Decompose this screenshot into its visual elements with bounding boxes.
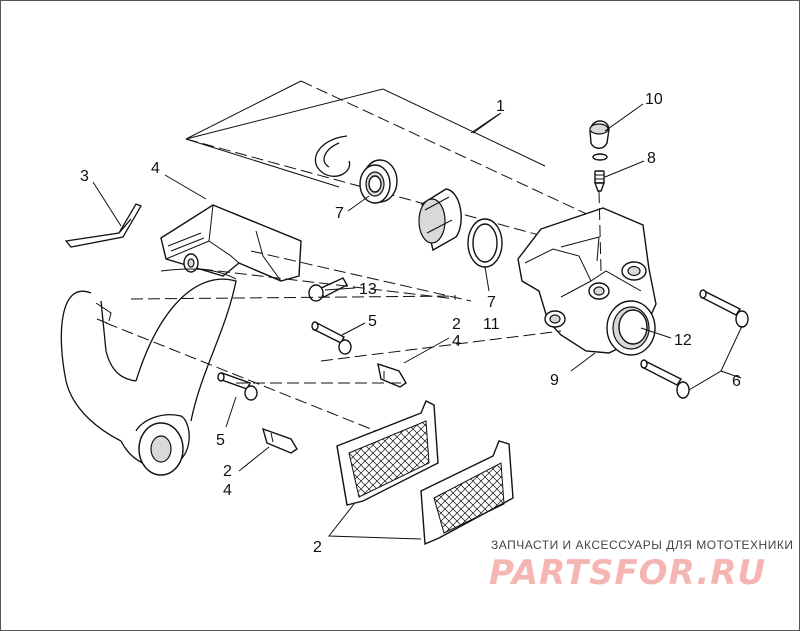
callout-4-lower: 4 (223, 482, 232, 499)
callout-3: 3 (80, 168, 89, 185)
callout-6: 6 (732, 373, 741, 390)
fork-leg-mount (60, 268, 237, 476)
slide-pin-upper (311, 321, 352, 355)
mounting-bolt-upper (699, 289, 749, 328)
mounting-bolt-lower (640, 359, 690, 399)
watermark-caption: ЗАПЧАСТИ И АКСЕССУАРЫ ДЛЯ МОТОТЕХНИКИ (491, 538, 793, 552)
brake-pad-front (336, 400, 439, 506)
callout-5-upper: 5 (368, 313, 377, 330)
callout-4-bracket: 4 (151, 160, 160, 177)
piston (418, 188, 462, 252)
slide-pin-lower (217, 372, 258, 401)
callout-2-pads: 2 (313, 539, 322, 556)
caliper-bracket (160, 204, 302, 282)
callout-8: 8 (647, 150, 656, 167)
callout-5-lower: 5 (216, 432, 225, 449)
construction-lines (105, 250, 562, 452)
brake-pad-rear (420, 440, 514, 546)
callout-labels: 1 10 8 3 4 7 13 5 2 4 7 11 12 9 6 5 2 4 … (80, 91, 741, 556)
pad-clip-upper (377, 362, 407, 388)
pad-clip-lower (261, 427, 298, 454)
callout-10: 10 (645, 91, 663, 108)
callout-9: 9 (550, 372, 559, 389)
bleeder-cap (589, 120, 610, 161)
o-ring (467, 218, 503, 268)
caliper-body (517, 207, 657, 356)
leader-lines (92, 103, 743, 540)
callout-7-oring: 7 (487, 294, 496, 311)
watermark: ЗАПЧАСТИ И АКСЕССУАРЫ ДЛЯ МОТОТЕХНИКИ PA… (489, 538, 793, 593)
callout-12: 12 (674, 332, 692, 349)
pad-spring (64, 203, 142, 248)
assembly-outline-1 (185, 80, 592, 242)
callout-2-upper: 2 (452, 316, 461, 333)
callout-4-upper: 4 (452, 333, 461, 350)
callout-2-lower: 2 (223, 463, 232, 480)
callout-7-seal: 7 (335, 205, 344, 222)
watermark-logo: PARTSFOR.RU (489, 553, 766, 593)
callout-1: 1 (496, 98, 505, 115)
bleeder-screw (593, 170, 606, 272)
callout-13: 13 (359, 281, 377, 298)
piston-seal (359, 159, 398, 204)
retaining-ring (314, 135, 351, 177)
callout-11: 11 (483, 316, 500, 333)
